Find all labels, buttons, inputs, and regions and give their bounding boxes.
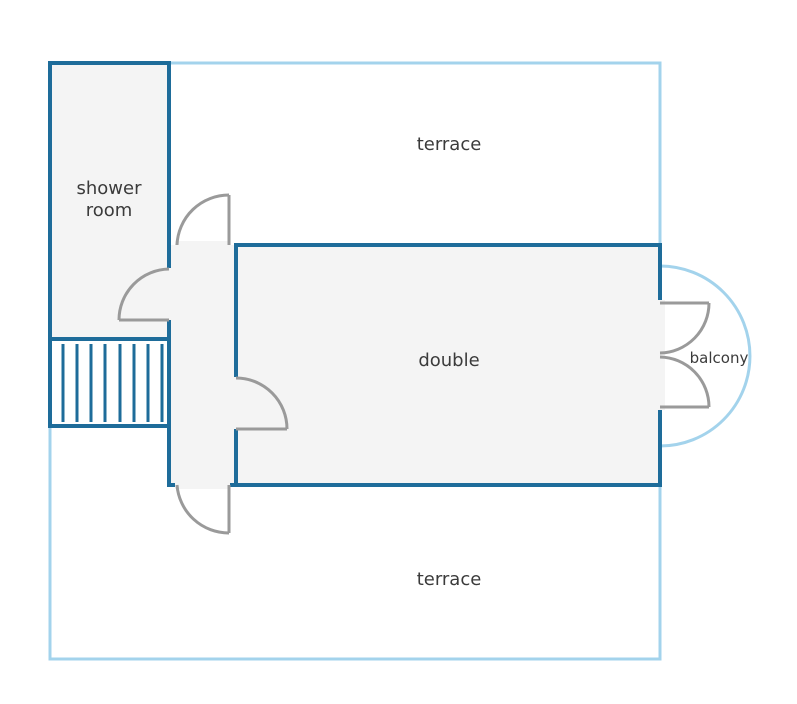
terrace-bottom-label: terrace [417, 569, 482, 590]
shower-room-label-line2: room [86, 200, 133, 221]
terrace-top-label: terrace [417, 134, 482, 155]
stairwell[interactable] [48, 337, 171, 428]
balcony-outline [659, 264, 752, 448]
double-room[interactable] [234, 243, 662, 487]
balcony-label: balcony [690, 349, 749, 367]
hallway[interactable] [169, 245, 236, 485]
door-swing-icon [117, 193, 711, 535]
shower-room-label-line1: shower [77, 178, 143, 199]
door-openings [165, 241, 665, 489]
stairs-icon [61, 344, 164, 422]
double-room-label: double [418, 350, 479, 371]
